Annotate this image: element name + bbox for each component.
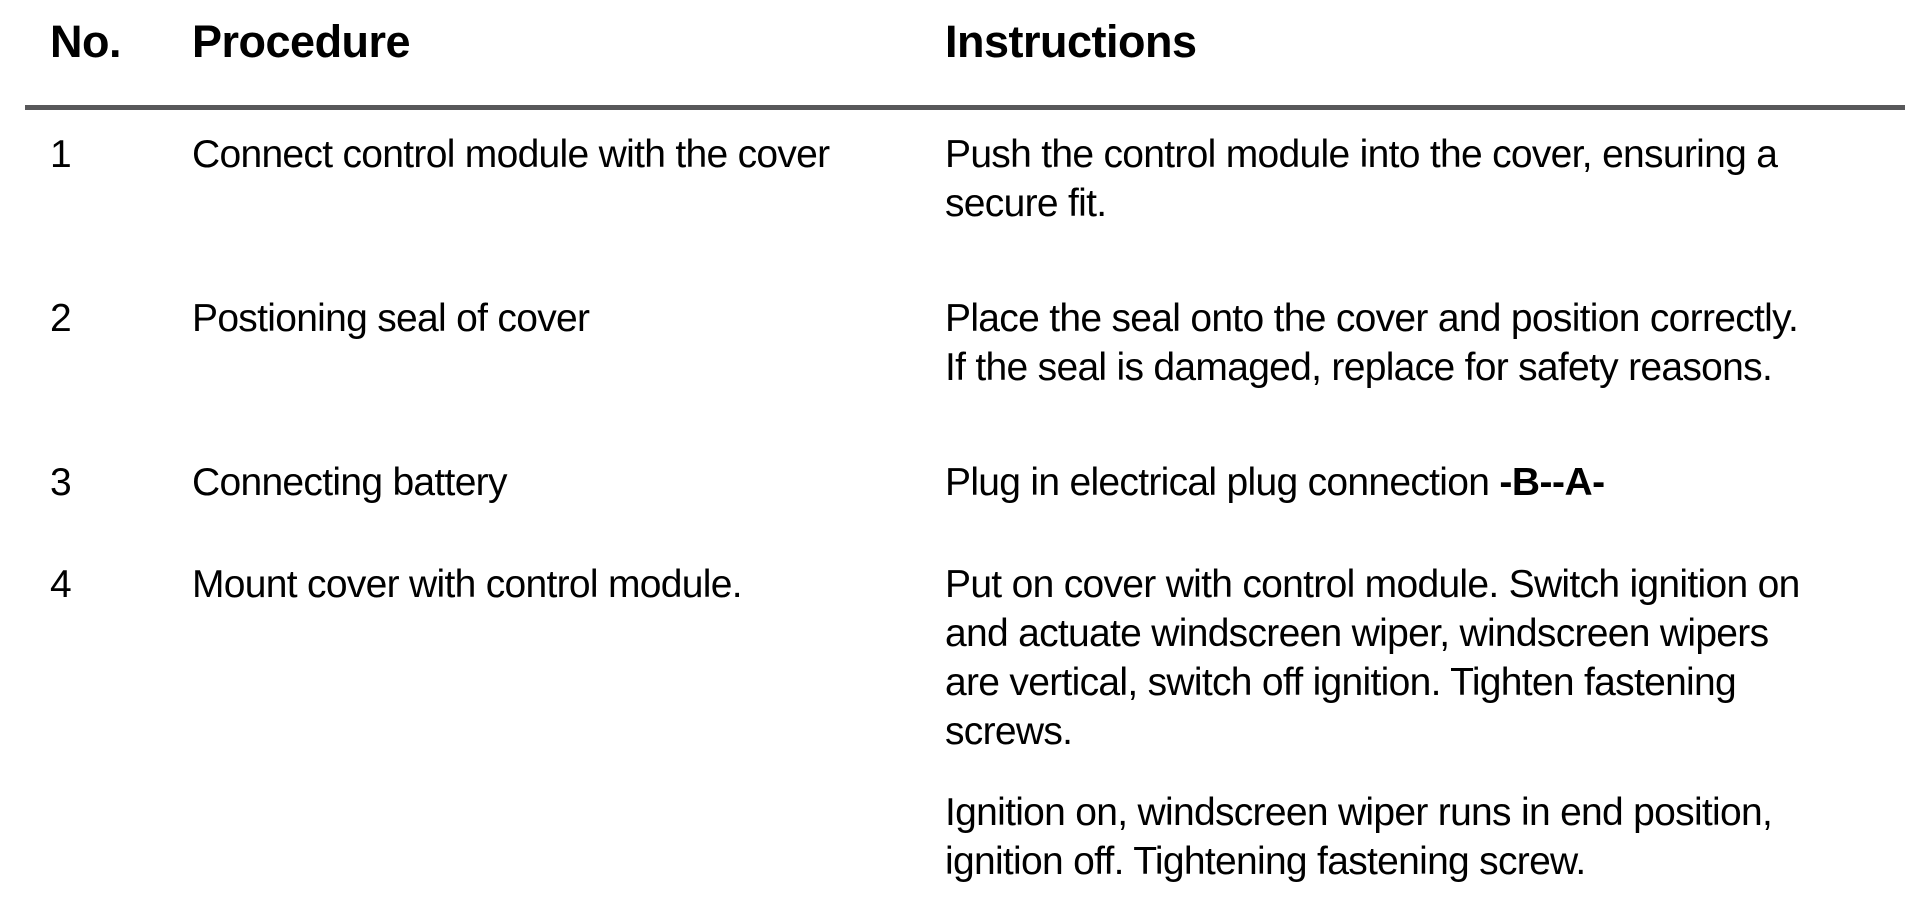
column-header-procedure: Procedure — [192, 16, 411, 67]
table-row: 2 Postioning seal of cover Place the sea… — [0, 294, 1929, 392]
instructions-cell: Push the control module into the cover, … — [945, 130, 1907, 228]
plug-connection-code: -B--A- — [1499, 461, 1605, 504]
header-divider — [25, 105, 1905, 110]
procedure-cell: Connecting battery — [192, 458, 945, 507]
table-row: 4 Mount cover with control module. Put o… — [0, 560, 1929, 886]
procedure-cell: Connect control module with the cover — [192, 130, 945, 228]
column-header-no: No. — [50, 16, 122, 67]
row-number: 4 — [50, 563, 72, 606]
instruction-paragraph: Place the seal onto the cover and positi… — [945, 297, 1799, 389]
instruction-paragraph: Put on cover with control module. Switch… — [945, 563, 1800, 753]
row-number: 2 — [50, 297, 72, 340]
row-number: 1 — [50, 133, 72, 176]
table-row: 1 Connect control module with the cover … — [0, 130, 1929, 228]
instruction-text: Plug in electrical plug connection — [945, 461, 1500, 504]
procedure-text: Mount cover with control module. — [192, 563, 743, 606]
table-row: 3 Connecting battery Plug in electrical … — [0, 458, 1929, 507]
instruction-paragraph: Ignition on, windscreen wiper runs in en… — [945, 791, 1773, 883]
instruction-paragraph: Push the control module into the cover, … — [945, 133, 1778, 225]
procedure-cell: Mount cover with control module. — [192, 560, 945, 886]
instructions-cell: Plug in electrical plug connection -B--A… — [945, 458, 1907, 507]
column-header-instructions: Instructions — [945, 16, 1197, 67]
instructions-cell: Put on cover with control module. Switch… — [945, 560, 1907, 886]
table-header-row: No. Procedure Instructions — [0, 0, 1929, 68]
procedure-text: Postioning seal of cover — [192, 297, 590, 340]
procedure-cell: Postioning seal of cover — [192, 294, 945, 392]
row-number: 3 — [50, 461, 72, 504]
instruction-paragraph: Plug in electrical plug connection -B--A… — [945, 458, 1907, 507]
procedure-text: Connect control module with the cover — [192, 133, 830, 176]
procedure-text: Connecting battery — [192, 461, 507, 504]
instructions-cell: Place the seal onto the cover and positi… — [945, 294, 1907, 392]
